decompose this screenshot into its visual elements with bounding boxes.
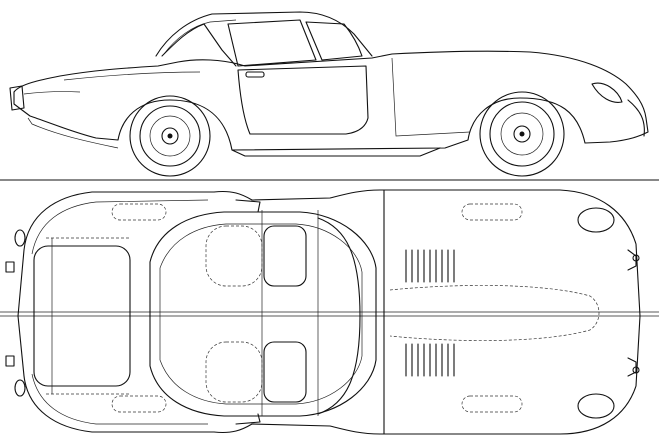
side-window (227, 19, 317, 67)
door-handle (245, 71, 265, 78)
rear-wing-lower (111, 395, 167, 413)
top-body-inner-lower (31, 373, 208, 425)
boot-lid-dash (46, 237, 130, 395)
bonnet-louvres-upper (405, 249, 455, 283)
boot-lid (33, 245, 131, 387)
hardtop-inner (159, 223, 363, 405)
hardtop-roof-inner (163, 19, 237, 55)
headlamp-lower (577, 393, 615, 419)
top-body-outline (17, 189, 641, 435)
rear-deck-line (391, 57, 471, 137)
rear-bumper (627, 99, 645, 137)
door-tick-upper (235, 199, 261, 213)
seat-left-lower (205, 341, 263, 403)
side-nose (9, 85, 25, 111)
seat-back-lower (263, 341, 307, 403)
side-nose-trim (23, 91, 81, 95)
hardtop-top-outline (149, 211, 377, 417)
indicator-upper (632, 254, 640, 262)
sill (231, 147, 441, 157)
top-windscreen (317, 217, 361, 415)
top-front-lamp-lower (14, 379, 26, 397)
rear-wing-upper (111, 203, 167, 221)
side-view (9, 11, 649, 177)
bonnet-louvres-lower (405, 343, 455, 377)
hardtop-roof (155, 11, 373, 57)
rear-wheel (479, 91, 565, 177)
top-front-bumper-upper (5, 261, 15, 273)
front-wing-lower (461, 395, 523, 413)
nose-front (627, 249, 637, 377)
front-wing-upper (461, 203, 523, 221)
seat-back-upper (263, 225, 307, 287)
top-body-inner (31, 199, 209, 255)
top-view (0, 189, 659, 435)
seat-left-upper (205, 225, 263, 287)
rear-quarter-window (305, 21, 363, 61)
top-front-bumper-lower (5, 355, 15, 367)
door-outline (237, 65, 369, 135)
body-crease (63, 71, 201, 81)
headlamp-upper (577, 207, 615, 233)
side-body-outline (13, 50, 649, 151)
windscreen (161, 23, 237, 67)
bonnet-bulge (389, 285, 600, 341)
indicator-lower (632, 366, 640, 374)
door-tick-lower (235, 413, 261, 425)
front-undertray (27, 117, 119, 149)
front-wheel (129, 95, 211, 177)
tail-lamp (591, 82, 623, 103)
top-front-lamp-upper (14, 229, 26, 247)
